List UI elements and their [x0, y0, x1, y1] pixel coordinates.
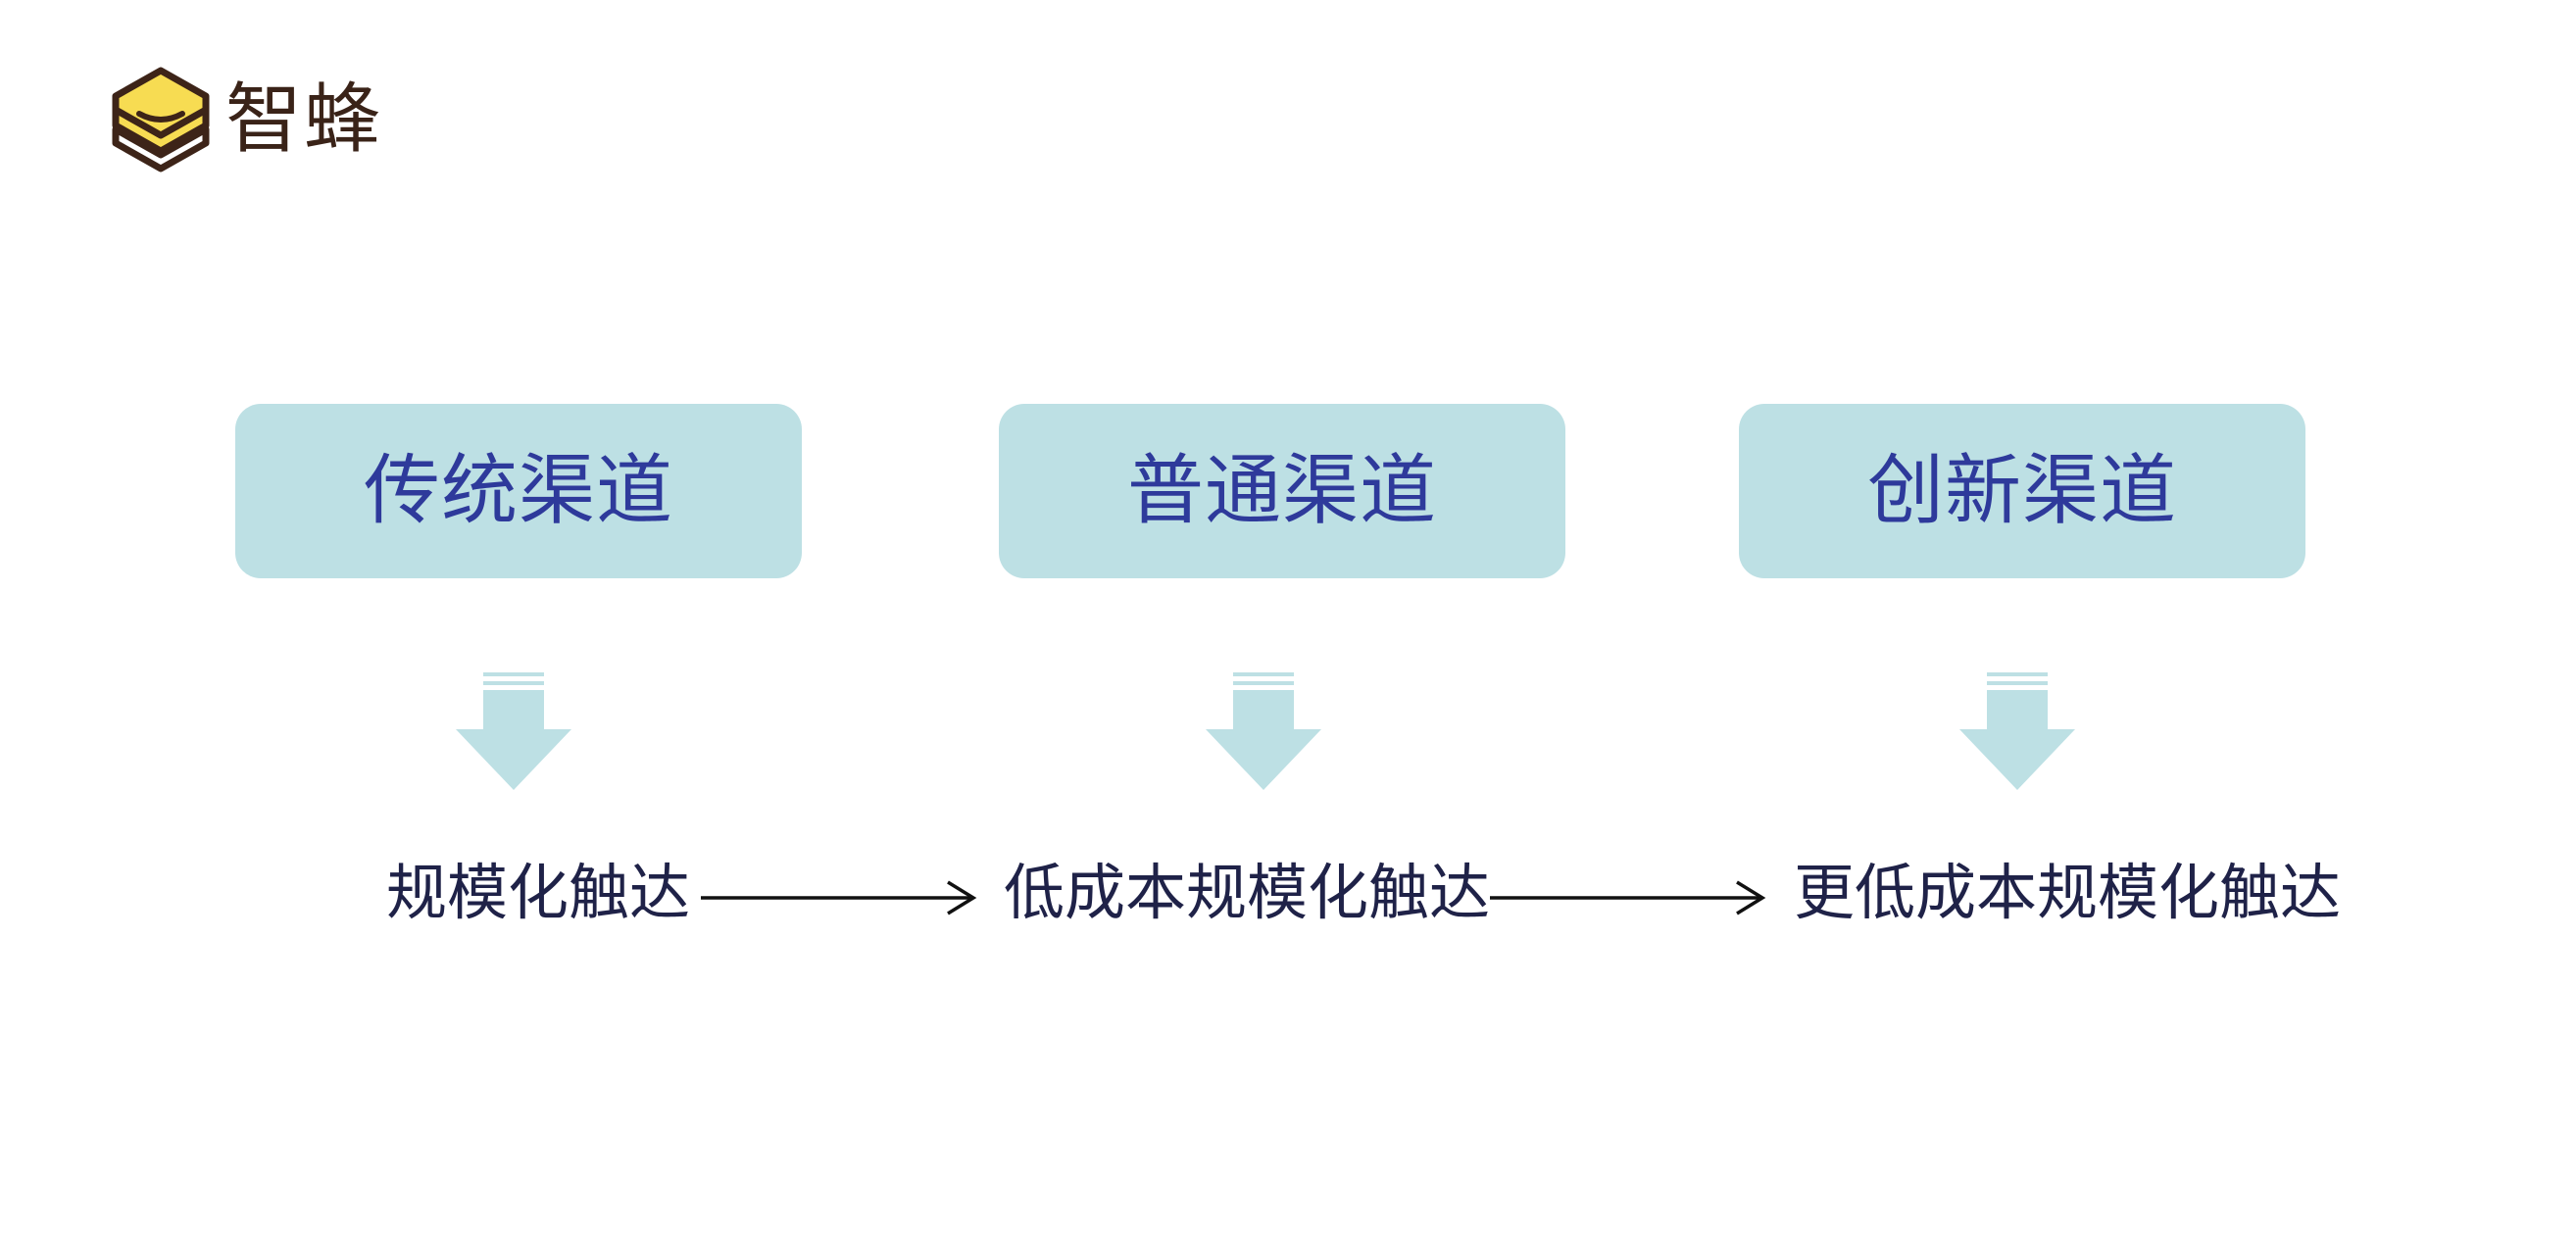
- channel-box-traditional: 传统渠道: [235, 404, 802, 578]
- right-arrow-icon: [1490, 880, 1766, 915]
- channel-label: 普通渠道: [1126, 447, 1437, 535]
- down-arrow-icon: [456, 672, 571, 790]
- reach-label-innovative: 更低成本规模化触达: [1794, 857, 2342, 928]
- channel-label: 创新渠道: [1866, 447, 2177, 535]
- right-arrow-icon: [701, 880, 977, 915]
- channel-box-innovative: 创新渠道: [1739, 404, 2305, 578]
- down-arrow-icon: [1206, 672, 1321, 790]
- brand-name: 智蜂: [225, 75, 383, 164]
- channel-label: 传统渠道: [363, 447, 673, 535]
- reach-label-traditional: 规模化触达: [386, 857, 691, 928]
- brand-logo: 智蜂: [110, 65, 382, 174]
- honeycomb-logo-icon: [112, 67, 210, 173]
- down-arrow-icon: [1959, 672, 2075, 790]
- reach-label-ordinary: 低成本规模化触达: [1004, 857, 1491, 928]
- channel-box-ordinary: 普通渠道: [999, 404, 1565, 578]
